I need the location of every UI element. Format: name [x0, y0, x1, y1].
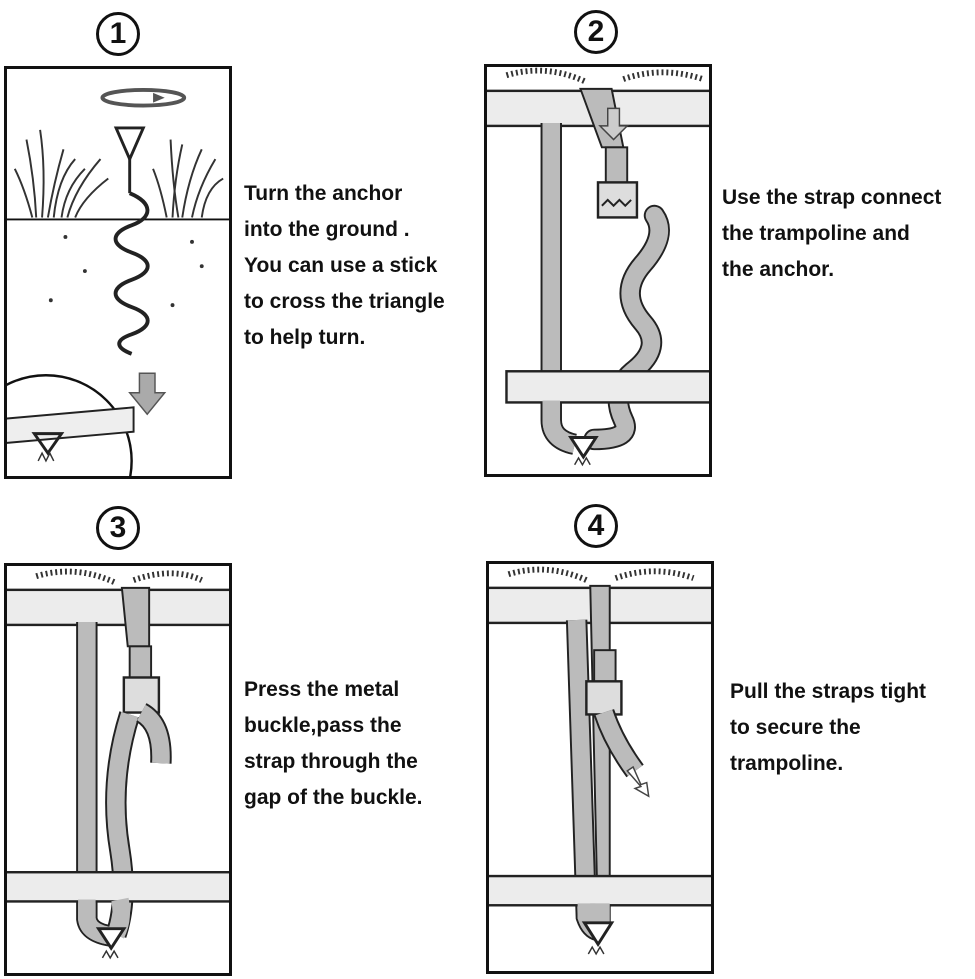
- top-rail: [7, 588, 229, 627]
- down-arrow-icon: [128, 372, 167, 416]
- grass-left: [13, 129, 109, 218]
- caption-line: the anchor.: [722, 258, 835, 281]
- buckle-pass-illustration: [7, 568, 229, 960]
- caption-line: to help turn.: [244, 326, 366, 349]
- step-2-illustration: [484, 64, 712, 477]
- grass-right: [152, 139, 224, 218]
- pull-tight-illustration: [489, 566, 711, 956]
- caption-line: strap through the: [244, 750, 418, 773]
- caption-line: gap of the buckle.: [244, 786, 423, 809]
- anchor-triangle: [95, 927, 127, 951]
- caption-line: into the ground .: [244, 218, 410, 241]
- caption-line: Use the strap connect: [722, 186, 942, 209]
- caption-line: Press the metal: [244, 678, 400, 701]
- step-1-illustration: [4, 66, 232, 479]
- step-number-3: 3: [96, 506, 140, 550]
- bottom-rail: [489, 874, 711, 907]
- caption-line: You can use a stick: [244, 254, 438, 277]
- caption-line: the trampoline and: [722, 222, 910, 245]
- step-number-1: 1: [96, 12, 140, 56]
- rotation-arrow-icon: [100, 87, 187, 108]
- step-1-caption: Turn the anchor into the ground . You ca…: [244, 176, 445, 356]
- anchor-triangle: [113, 126, 146, 163]
- step-number-4: 4: [574, 504, 618, 548]
- metal-buckle: [596, 181, 639, 219]
- step-4-caption: Pull the straps tight to secure the tram…: [730, 674, 926, 782]
- caption-line: to secure the: [730, 716, 861, 739]
- step-3-illustration: [4, 563, 232, 976]
- pull-arrow-icon: [626, 765, 650, 798]
- step-number-2: 2: [574, 10, 618, 54]
- step-2-caption: Use the strap connect the trampoline and…: [722, 180, 941, 288]
- anchor-spiral: [113, 191, 150, 356]
- caption-line: buckle,pass the: [244, 714, 402, 737]
- anchor-triangle: [581, 921, 615, 947]
- caption-line: to cross the triangle: [244, 290, 445, 313]
- anchor-triangle: [568, 436, 599, 460]
- metal-buckle: [585, 680, 623, 716]
- strap-connect-illustration: [487, 67, 709, 467]
- metal-buckle: [122, 676, 161, 714]
- bottom-rail: [7, 871, 229, 903]
- bottom-rail: [505, 370, 709, 404]
- caption-line: Pull the straps tight: [730, 680, 927, 703]
- step-3-caption: Press the metal buckle,pass the strap th…: [244, 672, 423, 816]
- caption-line: trampoline.: [730, 752, 844, 775]
- step-4-illustration: [486, 561, 714, 974]
- anchor-into-ground-illustration: [7, 87, 229, 476]
- down-arrow-icon: [598, 107, 629, 141]
- caption-line: Turn the anchor: [244, 182, 403, 205]
